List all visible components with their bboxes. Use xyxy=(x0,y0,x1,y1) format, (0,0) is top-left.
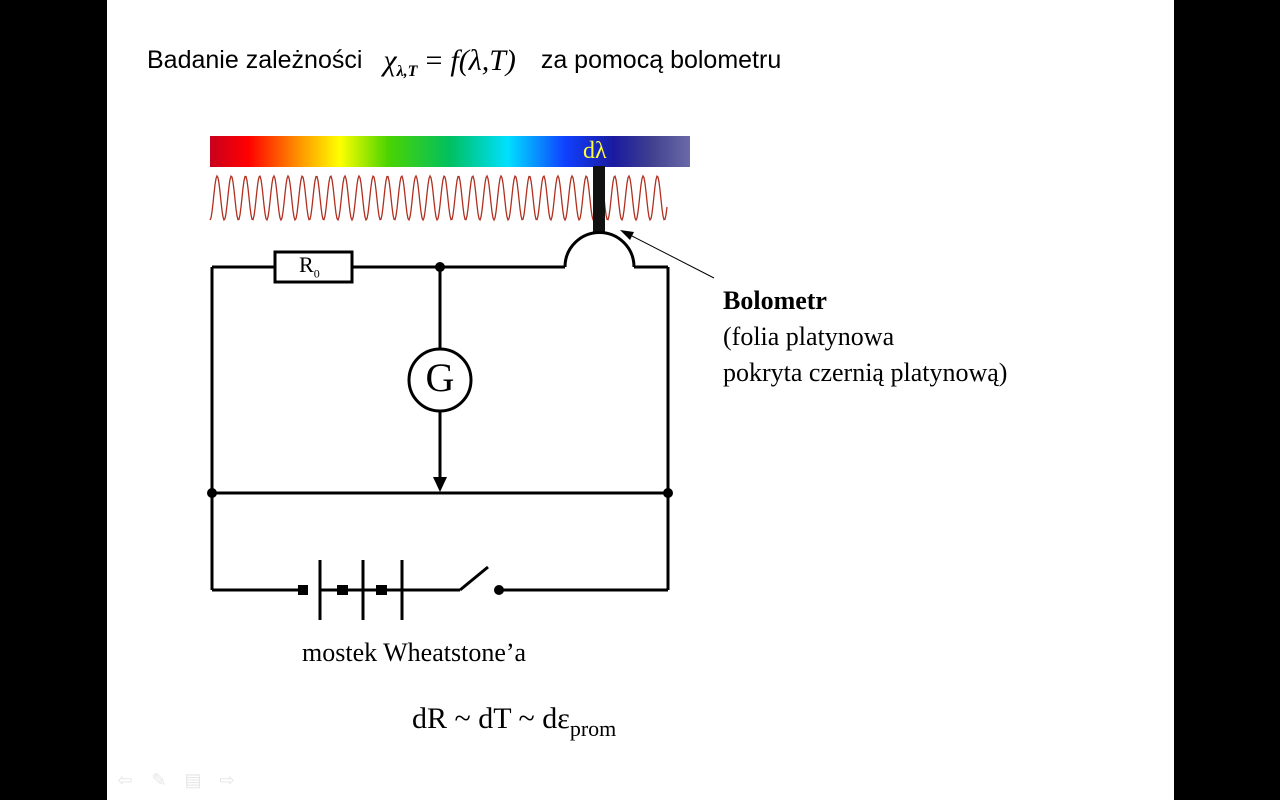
switch-lever xyxy=(459,565,489,592)
arrow-right-icon[interactable]: ⇨ xyxy=(219,770,235,790)
formula-equals: = xyxy=(425,44,443,77)
relation-formula: dR ~ dT ~ dεprom xyxy=(412,702,616,742)
battery-terminal-2 xyxy=(337,585,348,595)
formula-rhs: f(λ,T) xyxy=(450,44,516,77)
title-prefix: Badanie zależności xyxy=(147,46,363,74)
bolometer-title: Bolometr xyxy=(723,286,827,315)
bolometer-pointer-arrow xyxy=(620,230,634,240)
slide: Badanie zależności χλ,T =f(λ,T) za pomocą… xyxy=(107,0,1174,800)
circuit-diagram xyxy=(207,166,715,620)
relation-subscript: prom xyxy=(569,716,617,741)
light-wave xyxy=(209,174,668,222)
menu-icon[interactable]: ▤ xyxy=(184,770,202,790)
spectrum-bar xyxy=(210,136,690,167)
dlambda-label: dλ xyxy=(583,138,607,164)
galv-arrow-head xyxy=(433,477,447,492)
junction-top xyxy=(435,262,445,272)
bolometer-pointer-line xyxy=(631,235,715,279)
bolometer-desc-line1: (folia platynowa xyxy=(723,322,895,351)
galvanometer-label: G xyxy=(425,355,455,400)
formula-subscript: λ,T xyxy=(396,63,418,80)
light-beam xyxy=(593,166,605,232)
pen-icon[interactable]: ✎ xyxy=(151,770,167,790)
resistor-label-sub: 0 xyxy=(313,266,320,281)
circuit-caption: mostek Wheatstone’a xyxy=(302,638,527,667)
junction-left xyxy=(207,488,217,498)
resistor-label-main: R xyxy=(299,252,314,277)
battery-terminal-1 xyxy=(298,585,308,595)
bolometer-element xyxy=(563,231,636,268)
title-suffix: za pomocą bolometru xyxy=(540,46,782,74)
junction-right xyxy=(663,488,673,498)
formula-chi: χ xyxy=(383,44,397,77)
relation-main: dR ~ dT ~ dε xyxy=(412,702,570,735)
battery-terminal-3 xyxy=(376,585,387,595)
title-formula: χλ,T =f(λ,T) xyxy=(383,44,516,81)
bolometer-desc-line2: pokryta czernią platynową) xyxy=(723,358,1008,387)
arrow-left-icon[interactable]: ⇦ xyxy=(117,770,133,790)
slide-title: Badanie zależności χλ,T =f(λ,T) za pomocą… xyxy=(147,44,781,81)
resistor-label: R0 xyxy=(299,252,320,281)
slide-nav: ⇦ ✎ ▤ ⇨ xyxy=(115,770,237,791)
